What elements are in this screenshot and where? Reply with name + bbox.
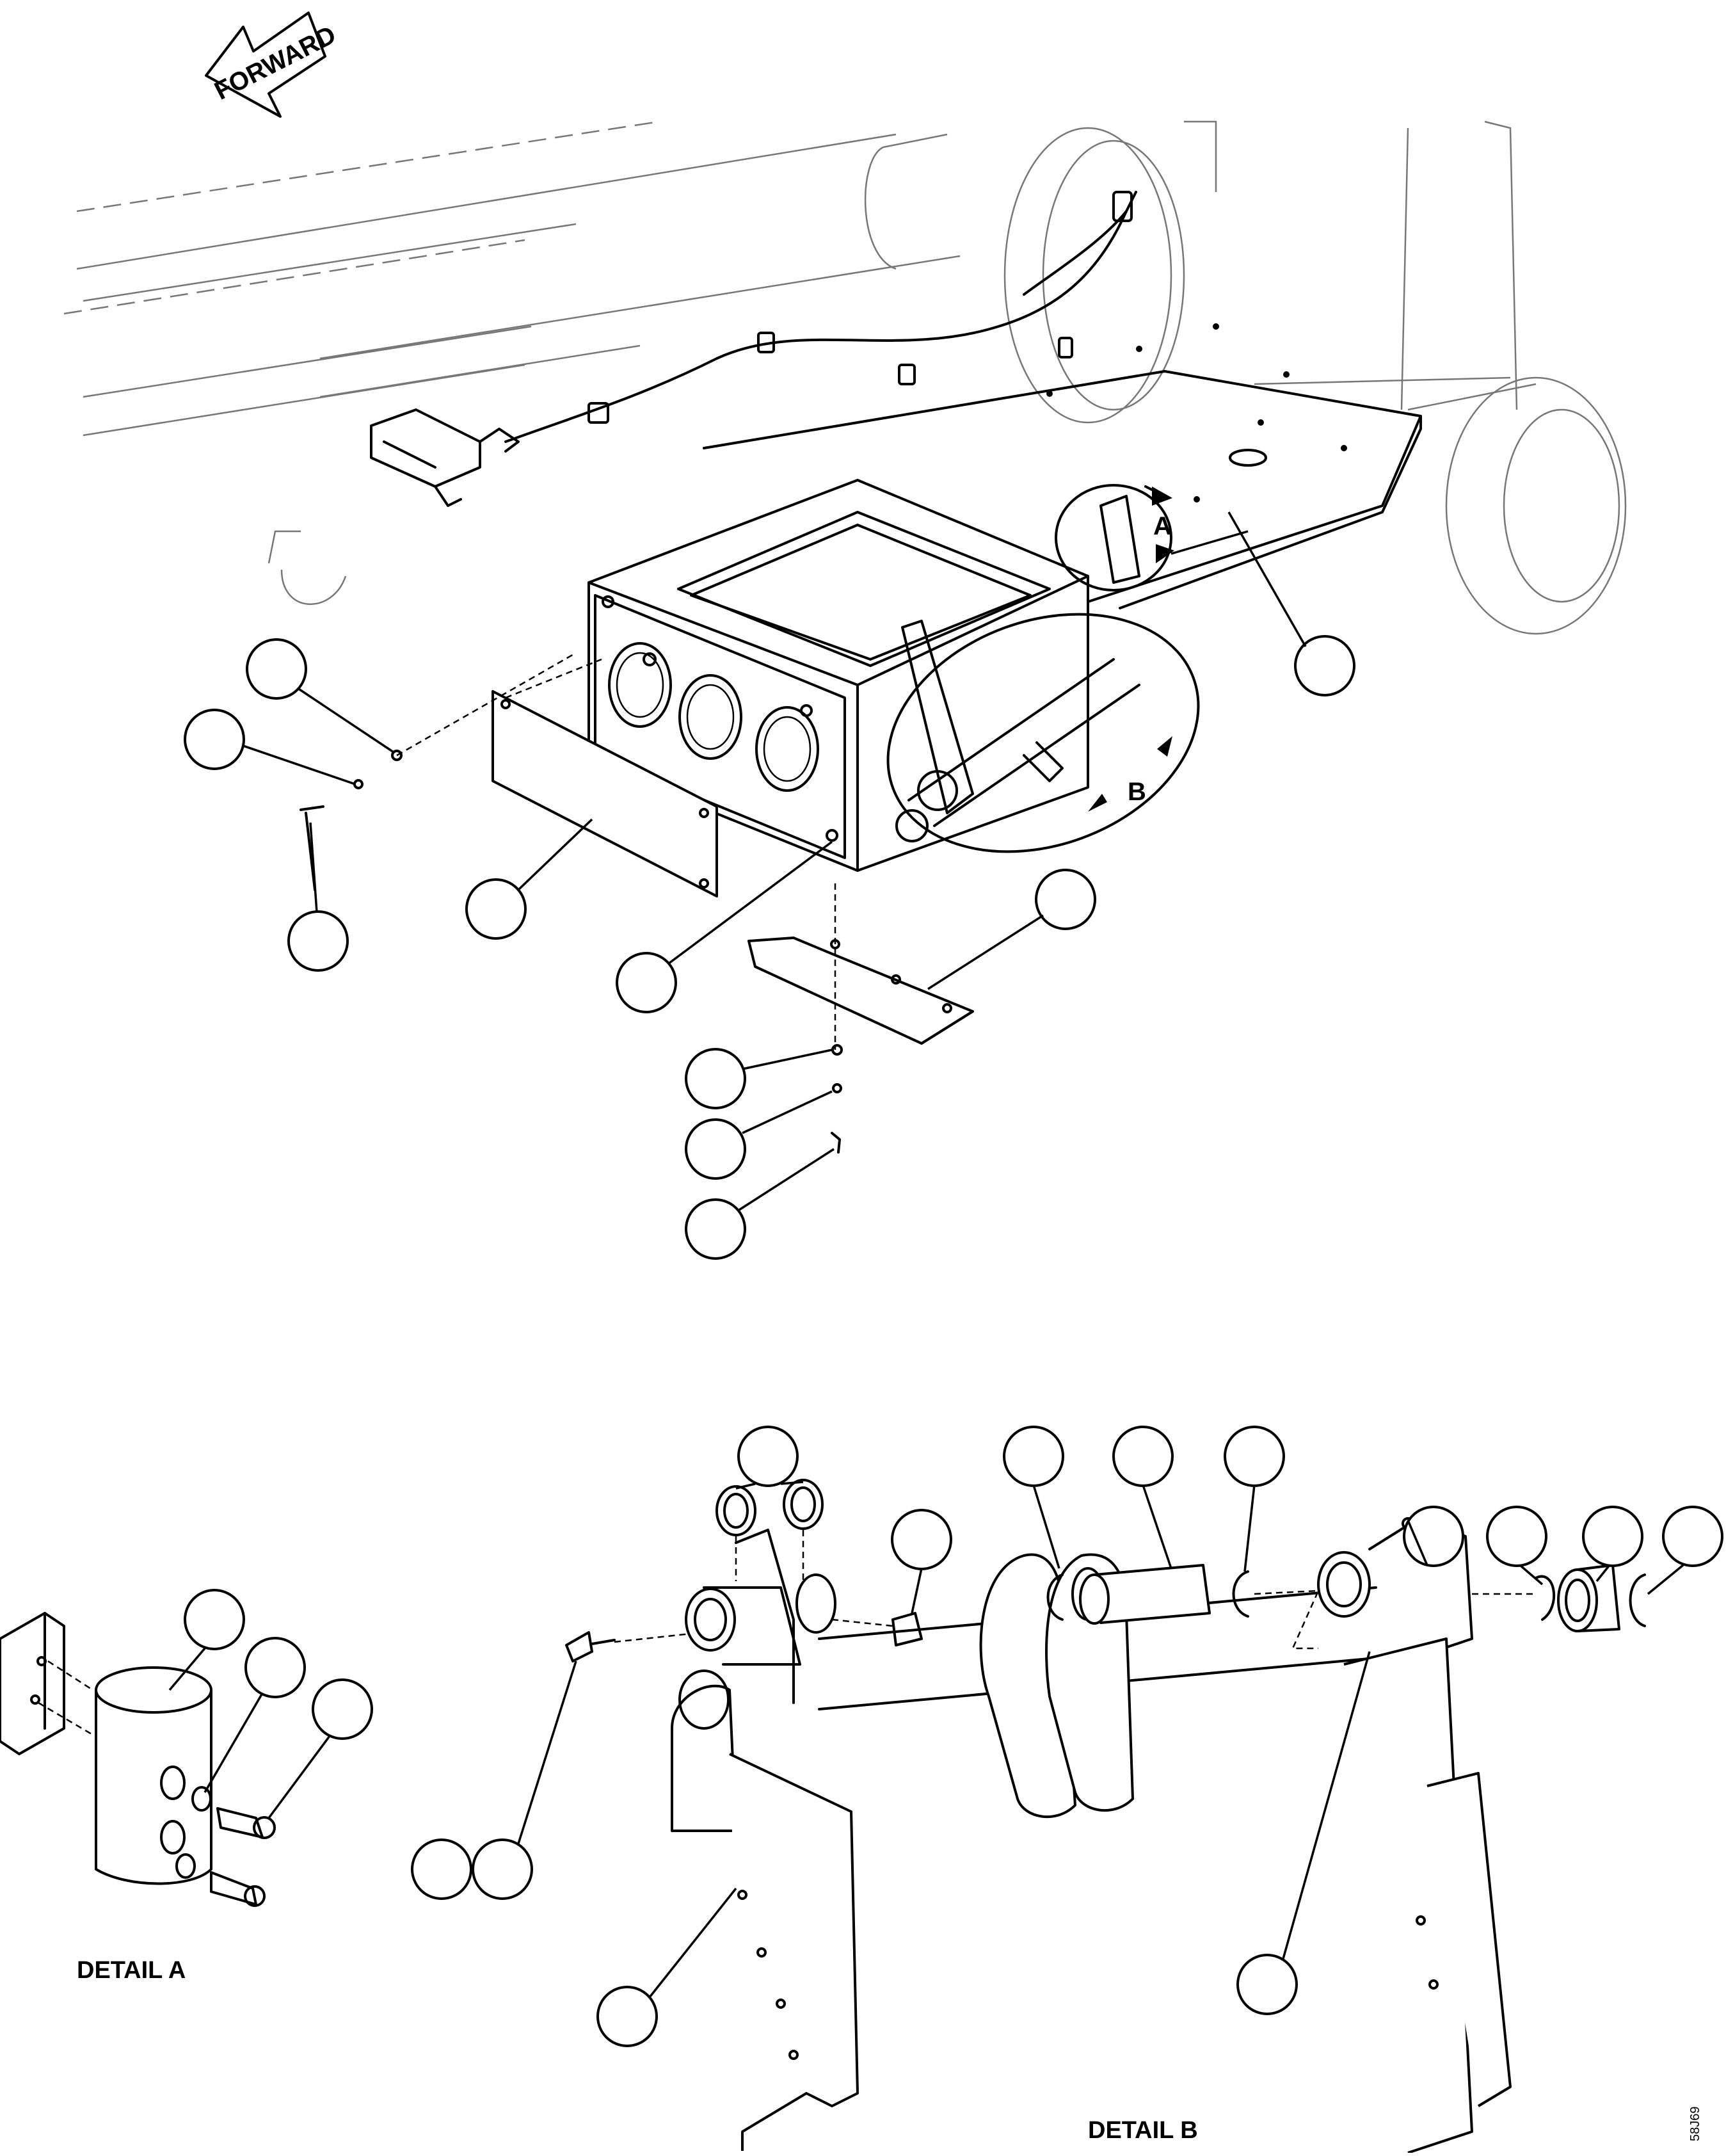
- callout-bubble: [246, 638, 307, 700]
- callout-bubble: [411, 1838, 472, 1900]
- callout-bubble: [184, 1589, 245, 1650]
- callout-bubble: [287, 910, 349, 972]
- callout-bubble: [685, 1048, 746, 1109]
- callout-bubble: [596, 1986, 658, 2047]
- wire-harness: [370, 191, 1137, 507]
- callout-bubble: [1403, 1506, 1464, 1567]
- callout-bubble: [1294, 635, 1355, 696]
- cover-panel: [396, 652, 718, 897]
- vehicle-frame-ghost: [63, 120, 1627, 635]
- detail-a-indicator: A: [1055, 484, 1249, 591]
- callout-bubble: [1003, 1426, 1064, 1487]
- callout-bubble: [184, 709, 245, 770]
- callout-bubble: [1112, 1426, 1174, 1487]
- equipment-box: [587, 479, 1140, 872]
- callouts: [168, 511, 1723, 2047]
- callout-bubble: [1224, 1426, 1285, 1487]
- bottom-bracket: [747, 883, 974, 1154]
- detail-a-label: DETAIL A: [77, 1957, 186, 1984]
- callout-bubble: [312, 1678, 373, 1740]
- callout-bubble: [465, 878, 527, 940]
- sheet-code: 58J69: [1688, 2107, 1702, 2142]
- detail-b: DETAIL B: [565, 1479, 1646, 2154]
- callout-bubble: [472, 1838, 533, 1900]
- view-label-a: A: [1153, 512, 1172, 540]
- callout-bubble: [1486, 1506, 1547, 1567]
- callout-bubble: [891, 1509, 952, 1570]
- callout-bubble: [685, 1198, 746, 1260]
- detail-b-indicator: B: [886, 613, 1200, 853]
- detail-b-label: DETAIL B: [1088, 2117, 1198, 2144]
- forward-label: FORWARD: [210, 20, 340, 106]
- forward-arrow: FORWARD: [205, 12, 340, 118]
- callout-bubble: [1035, 869, 1096, 930]
- callout-bubble: [1236, 1954, 1298, 2015]
- detail-a: DETAIL A: [0, 1612, 276, 1984]
- callout-bubble: [616, 952, 677, 1013]
- view-label-b: B: [1128, 778, 1146, 806]
- callout-bubble: [685, 1118, 746, 1180]
- callout-bubble: [737, 1426, 799, 1487]
- callout-bubble: [1662, 1506, 1723, 1567]
- callout-bubble: [244, 1637, 306, 1698]
- callout-bubble: [1582, 1506, 1643, 1567]
